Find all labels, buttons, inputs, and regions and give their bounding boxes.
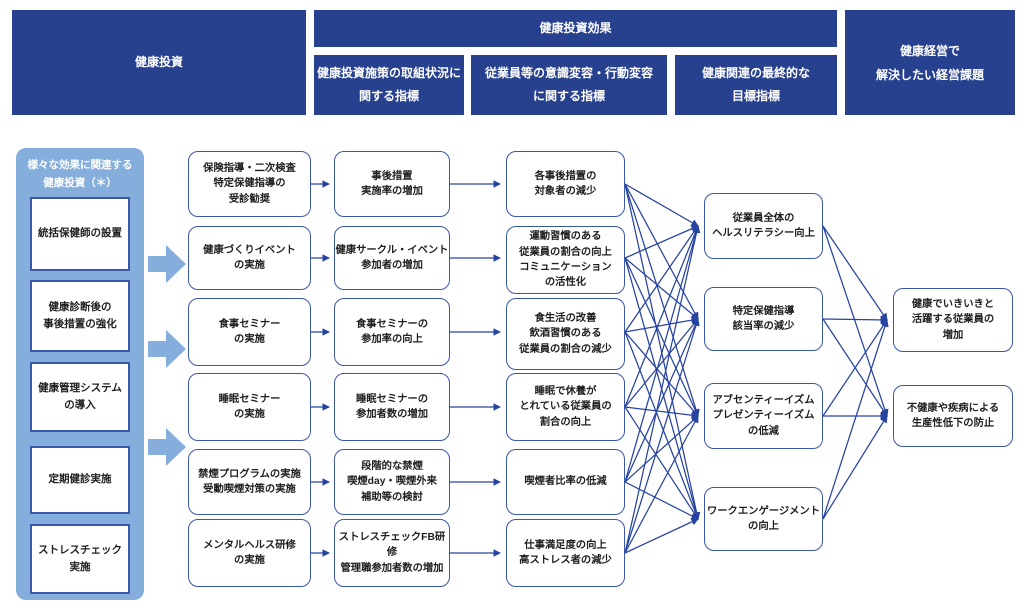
related-investments-title: 様々な効果に関連する 健康投資（＊） xyxy=(27,159,133,190)
impl-node-diet-participation: 食事セミナーの 参加率の向上 xyxy=(334,298,450,366)
aware-node-sleep-rest: 睡眠で休養が とれている従業員の 割合の向上 xyxy=(506,373,625,441)
aware-node-smoker-ratio: 喫煙者比率の低減 xyxy=(506,449,625,515)
aware-node-satisfaction: 仕事満足度の向上 高ストレス者の減少 xyxy=(506,519,625,587)
target-node-absenteeism: アブセンティーイズム プレゼンティーイズム の低減 xyxy=(704,383,823,449)
investment-node-sleep-seminar: 睡眠セミナー の実施 xyxy=(188,373,311,441)
header-management-challenge: 健康経営で 解決したい経営課題 xyxy=(845,10,1015,115)
impl-node-sleep-participants: 睡眠セミナーの 参加者数の増加 xyxy=(334,373,450,441)
issue-node-active-employees: 健康でいきいきと 活躍する従業員の 増加 xyxy=(893,288,1013,352)
investment-node-diet-seminar: 食事セミナー の実施 xyxy=(188,298,311,366)
header-health-investment: 健康投資 xyxy=(12,10,306,115)
aware-node-exercise-habit: 運動習慣のある 従業員の割合の向上 コミュニケーション の活性化 xyxy=(506,226,625,294)
impl-node-stresscheck-fb: ストレスチェックFB研修 管理職参加者数の増加 xyxy=(334,519,450,587)
related-investments-panel: 様々な効果に関連する 健康投資（＊） 統括保健師の設置 健康診断後の 事後措置の… xyxy=(16,148,144,600)
investment-node-no-smoking: 禁煙プログラムの実施 受動喫煙対策の実施 xyxy=(188,449,311,515)
impl-node-event-participants: 健康サークル・イベント 参加者の増加 xyxy=(334,226,450,290)
investment-node-guidance: 保険指導・二次検査 特定保健指導の 受診勧奨 xyxy=(188,151,311,217)
header-health-investment-effect: 健康投資効果 xyxy=(314,10,837,47)
panel-item-chief-nurse: 統括保健師の設置 xyxy=(30,197,130,271)
issue-node-productivity-loss: 不健康や疾病による 生産性低下の防止 xyxy=(893,385,1013,447)
investment-node-mental-training: メンタルヘルス研修 の実施 xyxy=(188,519,311,587)
header-awareness-behavior-metrics: 従業員等の意識変容・行動変容 に関する指標 xyxy=(471,55,667,115)
aware-node-diet-alcohol: 食生活の改善 飲酒習慣のある 従業員の割合の減少 xyxy=(506,298,625,370)
aware-node-followup-targets: 各事後措置の 対象者の減少 xyxy=(506,151,625,217)
target-node-health-literacy: 従業員全体の ヘルスリテラシー向上 xyxy=(704,193,823,259)
panel-item-health-system: 健康管理システム の導入 xyxy=(30,362,130,432)
impl-node-smoking-steps: 段階的な禁煙 喫煙day・喫煙外来 補助等の検討 xyxy=(334,449,450,515)
panel-item-followup-strengthen: 健康診断後の 事後措置の強化 xyxy=(30,280,130,352)
target-node-guidance-rate: 特定保健指導 該当率の減少 xyxy=(704,287,823,351)
investment-node-event: 健康づくりイベント の実施 xyxy=(188,226,311,290)
impl-node-followup-rate: 事後措置 実施率の増加 xyxy=(334,151,450,217)
header-final-target-metrics: 健康関連の最終的な 目標指標 xyxy=(675,55,837,115)
panel-item-stress-check: ストレスチェック 実施 xyxy=(30,524,130,594)
target-node-engagement: ワークエンゲージメント の向上 xyxy=(704,487,823,551)
panel-item-periodic-checkup: 定期健診実施 xyxy=(30,446,130,514)
header-implementation-metrics: 健康投資施策の取組状況に 関する指標 xyxy=(314,55,464,115)
